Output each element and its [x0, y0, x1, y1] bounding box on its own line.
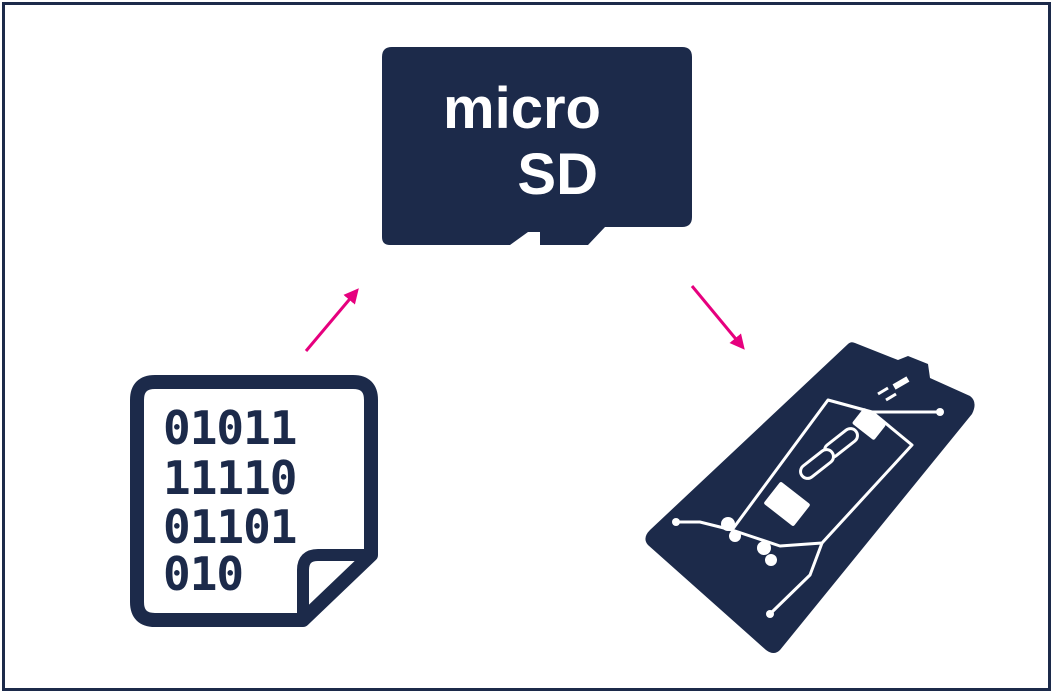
- binary-row-3: 01101: [163, 500, 296, 554]
- arrow-file-to-sd: [304, 288, 359, 352]
- binary-row-4: 010: [163, 547, 243, 601]
- binary-row-2: 11110: [163, 451, 296, 505]
- sd-card-label-sd: SD: [517, 142, 598, 207]
- sd-card-icon: micro SD: [382, 47, 692, 245]
- binary-row-1: 01011: [163, 401, 296, 455]
- sd-card-label-micro: micro: [443, 76, 601, 141]
- binary-file-icon: 01011 11110 01101 010: [130, 375, 378, 627]
- circuit-board-icon: [645, 342, 975, 653]
- arrow-sd-to-board: [690, 285, 745, 350]
